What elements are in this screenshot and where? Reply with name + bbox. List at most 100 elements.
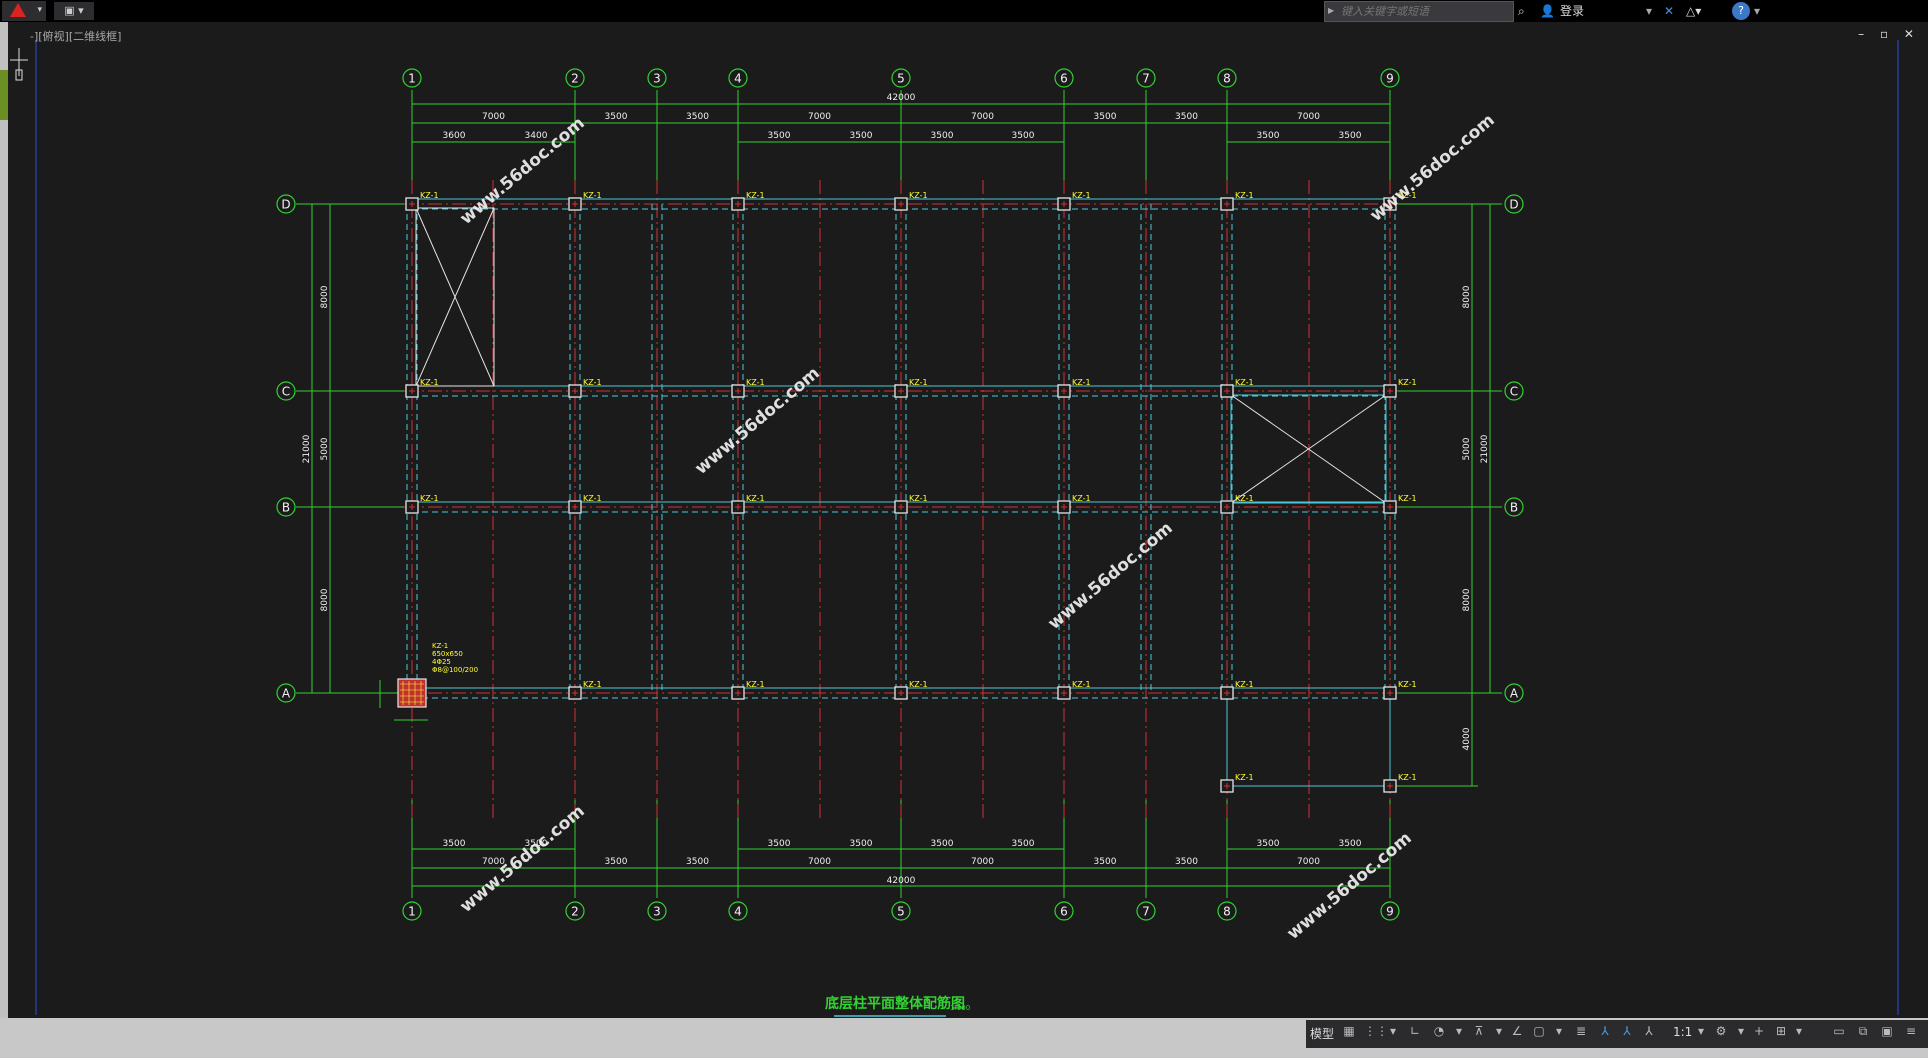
selection-cycling-icon[interactable]: ▢	[1533, 1024, 1545, 1038]
dim-text-bottom-2: 7000	[482, 857, 505, 867]
dim-text-top-2: 3500	[931, 131, 954, 141]
chevron-down-icon[interactable]: ▾	[1754, 4, 1761, 18]
chevron-down-icon: ▾	[37, 5, 42, 15]
search-box[interactable]: ▶	[1324, 1, 1514, 22]
snap-icon[interactable]: ⋮⋮	[1364, 1024, 1388, 1038]
fullscreen-icon[interactable]: ▣	[1881, 1024, 1893, 1038]
help-button[interactable]: ?	[1732, 2, 1750, 20]
grid-bubble-label: 5	[897, 905, 905, 919]
plus-icon[interactable]: +	[1753, 1024, 1765, 1038]
ucs-icon	[10, 48, 28, 81]
column-tag: KZ-1	[583, 680, 602, 689]
dim-text-top-1: 3500	[1094, 112, 1117, 122]
chevron-down-icon[interactable]: ▾	[1495, 1024, 1503, 1038]
column-tag: KZ-1	[1235, 378, 1254, 387]
grid-bubble-label: 2	[571, 905, 579, 919]
exchange-icon[interactable]: ✕	[1664, 4, 1675, 18]
watermark: www.56doc.com	[1366, 110, 1498, 226]
grid-bubble-label: D	[281, 198, 290, 212]
dim-text-right: 4000	[1462, 727, 1472, 750]
chevron-down-icon[interactable]: ▾	[1555, 1024, 1563, 1038]
chevron-down-icon[interactable]: ▾	[1646, 4, 1653, 18]
lineweight-icon[interactable]: ≣	[1575, 1024, 1587, 1038]
binoculars-icon[interactable]: ⌕	[1518, 4, 1525, 18]
dim-text-top-2: 3500	[768, 131, 791, 141]
osnap-icon[interactable]: ⊼	[1474, 1024, 1484, 1038]
column-tag: KZ-1	[1072, 191, 1091, 200]
column-tag: KZ-1	[746, 680, 765, 689]
polar-tracking-icon[interactable]: ◔	[1433, 1024, 1445, 1038]
model-tab[interactable]: 模型	[1310, 1027, 1335, 1041]
dim-text-top-2: 3600	[443, 131, 466, 141]
login-button[interactable]: 登录	[1560, 4, 1585, 18]
workspace-gear-icon[interactable]: ⚙	[1715, 1024, 1727, 1038]
a360-icon[interactable]: △▾	[1686, 4, 1702, 18]
chevron-down-icon[interactable]: ▾	[1795, 1024, 1803, 1038]
annotation-visibility-icon[interactable]: ⅄	[1601, 1024, 1609, 1038]
grid-bubble-label: A	[1510, 687, 1519, 701]
column-tag: KZ-1	[420, 494, 439, 503]
grid-bubble	[891, 901, 911, 921]
grid-bubble-label: D	[1509, 198, 1518, 212]
viewport-label[interactable]: -][俯视][二维线框]	[30, 30, 122, 43]
column-tag: KZ-1	[583, 494, 602, 503]
dim-text-bottom-1: 3500	[525, 839, 548, 849]
chevron-down-icon[interactable]: ▾	[1389, 1024, 1397, 1038]
dim-text-left: 8000	[320, 588, 330, 611]
hardware-acceleration-icon[interactable]: ▭	[1833, 1024, 1845, 1038]
watermark: www.56doc.com	[456, 801, 588, 917]
customization-menu-icon[interactable]: ≡	[1905, 1024, 1917, 1038]
quick-access-toolbar[interactable]: ▣ ▾	[54, 2, 94, 20]
column-tag: KZ-1	[909, 191, 928, 200]
dim-text-left: 5000	[320, 437, 330, 460]
chevron-down-icon[interactable]: ▾	[1455, 1024, 1463, 1038]
dim-text-top-1: 7000	[1297, 112, 1320, 122]
status-bar-tools	[1306, 1020, 1928, 1048]
clean-screen-icon[interactable]: ⧉	[1858, 1024, 1868, 1038]
viewport-window-controls[interactable]: – ▫ ✕	[1858, 27, 1920, 41]
dim-text-bottom-1: 3500	[443, 839, 466, 849]
grid-bubble	[276, 683, 296, 703]
grid-bubble	[647, 68, 667, 88]
column-tag: KZ-1	[1235, 494, 1254, 503]
drawing-title: 底层柱平面整体配筋图	[825, 995, 965, 1012]
chevron-down-icon[interactable]: ▾	[1737, 1024, 1745, 1038]
dim-text-bottom-2: 3500	[1175, 857, 1198, 867]
dim-text-top-1: 3500	[1175, 112, 1198, 122]
grid-icon[interactable]: ▦	[1343, 1024, 1355, 1038]
dynamic-ucs-icon[interactable]: ∠	[1511, 1024, 1523, 1038]
user-icon: 👤	[1540, 4, 1555, 18]
dim-text-total: 42000	[887, 93, 916, 103]
grid-bubble-label: B	[1510, 501, 1518, 515]
column-detail-text: 4Φ25	[432, 658, 451, 666]
grid-bubble	[402, 68, 422, 88]
grid-bubble	[276, 497, 296, 517]
grid-bubble	[1054, 901, 1074, 921]
grid-bubble-label: 1	[408, 905, 416, 919]
column-tag: KZ-1	[746, 378, 765, 387]
grid-bubble-label: 2	[571, 72, 579, 86]
annotation-scale-value[interactable]: 1:1	[1673, 1025, 1693, 1039]
column-detail	[397, 678, 427, 708]
application-menu-button[interactable]: ▾	[2, 1, 46, 21]
grid-bubble-label: C	[1510, 385, 1518, 399]
grid-bubble	[1217, 68, 1237, 88]
chevron-down-icon[interactable]: ▾	[1697, 1024, 1705, 1038]
auto-scale-icon[interactable]: ⅄	[1623, 1024, 1631, 1038]
grid-bubble	[1054, 68, 1074, 88]
grid-bubble	[1504, 194, 1524, 214]
autocad-logo-icon	[10, 3, 26, 17]
dim-text-bottom-1: 3500	[1257, 839, 1280, 849]
grid-bubble	[1504, 497, 1524, 517]
annotation-scale-icon[interactable]: ⅄	[1645, 1024, 1653, 1038]
grid-bubble-label: C	[282, 385, 290, 399]
dim-text-bottom-2: 7000	[808, 857, 831, 867]
ortho-icon[interactable]: ∟	[1409, 1024, 1421, 1038]
dim-text-bottom-1: 3500	[1012, 839, 1035, 849]
grid-bubble	[728, 68, 748, 88]
dim-text-left-total: 21000	[302, 434, 312, 463]
isolate-objects-icon[interactable]: ⊞	[1775, 1024, 1787, 1038]
search-input[interactable]	[1339, 3, 1503, 20]
